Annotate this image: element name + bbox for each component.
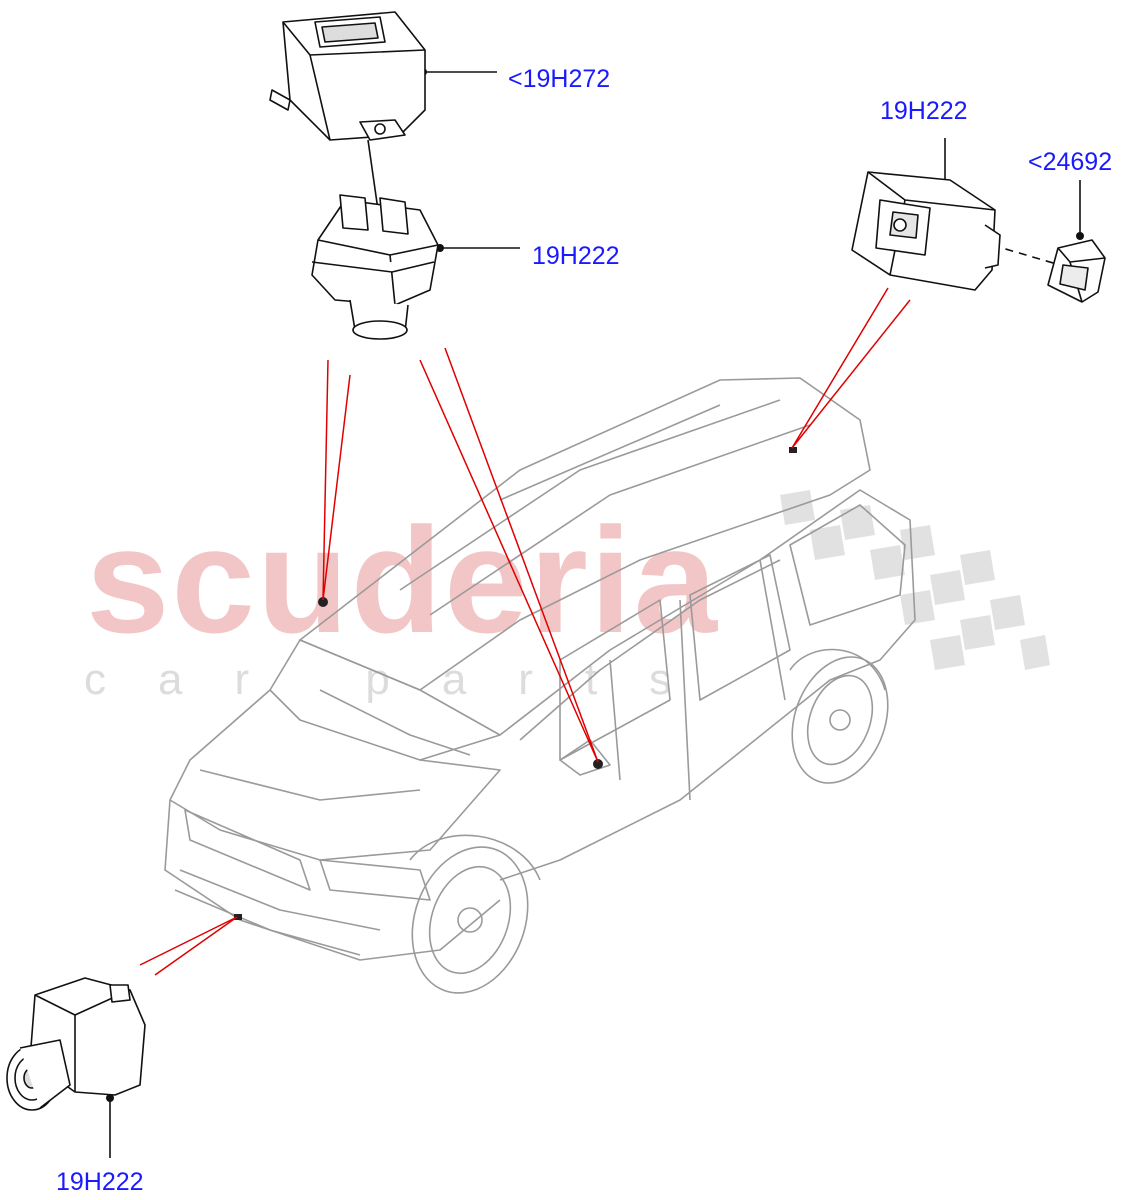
checkered-flag-watermark <box>780 490 1050 670</box>
sensor-markers <box>234 447 797 920</box>
rear-camera-part <box>311 194 439 340</box>
camera-bracket-part <box>1047 239 1106 303</box>
mirror-camera-marker <box>593 759 603 769</box>
callout-label-front-camera[interactable]: 19H222 <box>56 1168 144 1196</box>
roof-camera-part <box>851 171 1001 291</box>
leader-lines-black <box>109 71 1081 1158</box>
windscreen-sensor-marker <box>318 597 328 607</box>
callout-label-top-cover[interactable]: <19H272 <box>508 65 611 93</box>
roof-camera-marker <box>789 447 797 453</box>
camera-cover-part <box>269 11 426 141</box>
front-camera-marker <box>234 914 242 920</box>
callout-label-roof-camera[interactable]: 19H222 <box>880 97 968 125</box>
watermark-brand: scuderia <box>86 496 719 664</box>
vehicle-outline <box>164 377 916 994</box>
callout-label-roof-bracket[interactable]: <24692 <box>1028 148 1113 176</box>
front-camera-part <box>6 977 146 1111</box>
leader-lines-red <box>139 287 911 976</box>
callout-label-rear-camera[interactable]: 19H222 <box>532 242 620 270</box>
